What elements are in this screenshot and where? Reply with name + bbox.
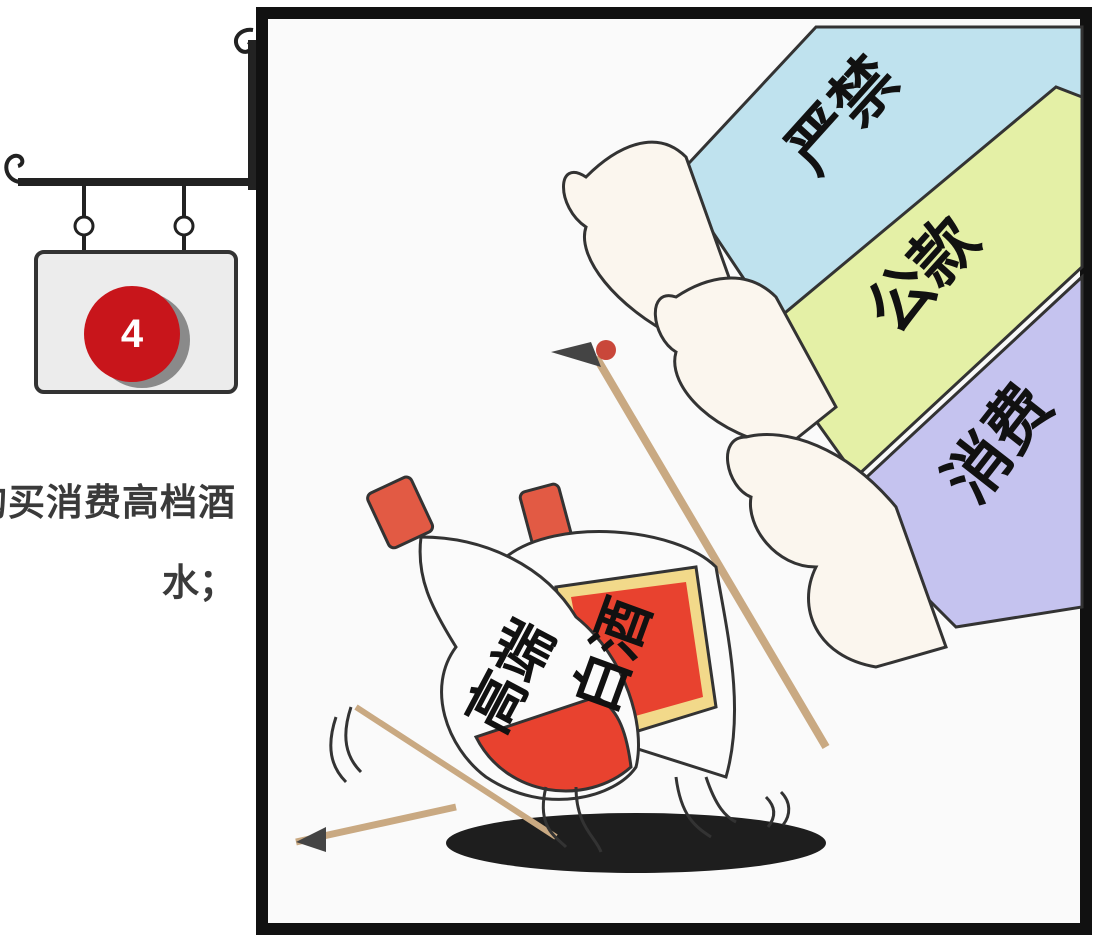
sign-post (248, 40, 258, 190)
sign-bar (18, 178, 258, 186)
motion-marks (329, 706, 791, 828)
number-badge (84, 286, 180, 382)
hanging-sign (4, 27, 258, 394)
sign-number: 4 (120, 311, 144, 356)
caption-line-2: 水； (162, 561, 236, 604)
sleeve-2 (753, 85, 1084, 480)
bottle-legs (541, 776, 737, 853)
caption-line-1: 购买消费高档酒 (0, 481, 236, 524)
spear-right (592, 354, 830, 750)
sign-scroll-top (233, 27, 254, 54)
sign-scroll-left (4, 153, 25, 184)
bottle-front (366, 475, 640, 801)
cartoon-illustration: 严禁 公款 消费 高端 白酒 (256, 7, 1092, 935)
hand-2 (653, 276, 838, 449)
hand-3 (726, 433, 948, 669)
ground-shadow (446, 813, 826, 873)
